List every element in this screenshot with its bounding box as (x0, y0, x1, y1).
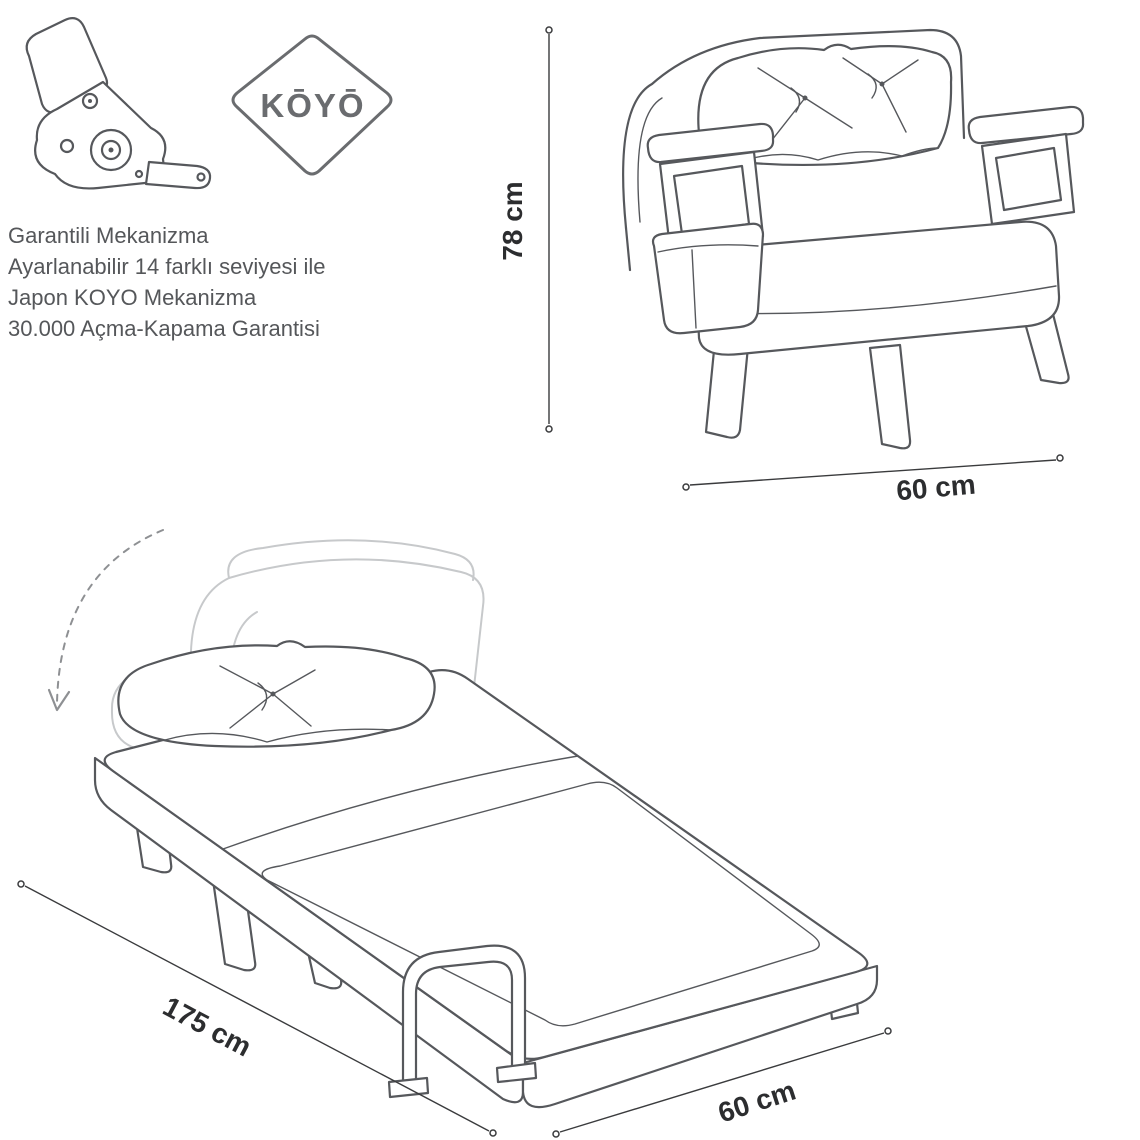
armchair-side-pocket (651, 222, 765, 335)
chair-height-label: 78 cm (497, 181, 528, 261)
armchair-right-armrest (967, 105, 1085, 226)
chair-width-dimension-line (682, 454, 1064, 491)
bed-pillow (117, 640, 436, 748)
feature-list: Garantili Mekanizma Ayarlanabilir 14 far… (8, 220, 326, 344)
feature-line-3: Japon KOYO Mekanizma (8, 285, 257, 310)
koyo-logo-text: KŌYŌ (260, 87, 366, 124)
armchair-backrest (622, 28, 966, 272)
bed-length-dimension-line (17, 880, 497, 1137)
sofabed-drawing (17, 529, 892, 1138)
armchair-drawing (622, 28, 1085, 491)
mechanism-body (34, 80, 167, 190)
feature-line-2: Ayarlanabilir 14 farklı seviyesi ile (8, 254, 326, 279)
mechanism-lower-arm (144, 160, 212, 190)
feature-line-4: 30.000 Açma-Kapama Garantisi (8, 316, 320, 341)
chair-height-dimension-line (545, 26, 553, 433)
fold-direction-arrow (47, 529, 164, 712)
bed-width-dimension-line (552, 1027, 892, 1138)
koyo-logo-diamond (231, 34, 393, 176)
feature-line-1: Garantili Mekanizma (8, 223, 209, 248)
armchair-left-armrest (646, 122, 775, 250)
mechanism-drawing (25, 17, 212, 190)
